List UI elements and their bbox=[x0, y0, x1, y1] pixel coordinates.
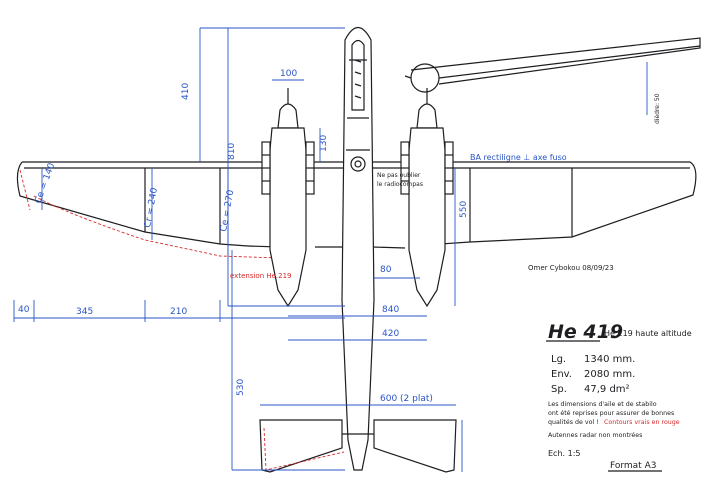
spec-span-label: Env. bbox=[551, 369, 572, 380]
scale-label: Ech. 1:5 bbox=[548, 449, 580, 458]
note-line-1: Les dimensions d'aile et de stabilo bbox=[548, 401, 657, 408]
dim-nose-to-nacelle-aft: 810 bbox=[227, 143, 237, 160]
right-nacelle bbox=[400, 88, 454, 308]
dim-wing-to-tail: 530 bbox=[236, 379, 246, 396]
spec-length-label: Lg. bbox=[551, 354, 566, 365]
aircraft-title: He 419 bbox=[548, 321, 623, 343]
spec-area-value: 47,9 dm² bbox=[584, 384, 630, 395]
dim-outer-span: 345 bbox=[76, 307, 93, 317]
dim-nacelle-depth: 130 bbox=[319, 135, 329, 152]
dim-nose-to-wing: 410 bbox=[181, 83, 191, 100]
title-block: He 419 He 219 haute altitude Lg. 1340 mm… bbox=[546, 321, 692, 472]
dim-half-engine-spacing: 420 bbox=[382, 329, 399, 339]
dim-spinner-diameter: 100 bbox=[280, 69, 297, 79]
front-view-dihedral bbox=[404, 37, 701, 93]
note-line-3: qualités de vol ! bbox=[548, 418, 599, 426]
extension-note: extension He.219 bbox=[230, 272, 292, 280]
fuselage-note-1: Ne pas oublier bbox=[377, 172, 421, 179]
dim-root-chord: Ce = 270 bbox=[219, 189, 236, 233]
spec-length-value: 1340 mm. bbox=[584, 354, 635, 365]
note-antennas: Autennes radar non montrées bbox=[548, 431, 642, 439]
left-nacelle bbox=[261, 88, 315, 308]
dim-engine-spacing: 840 bbox=[382, 305, 399, 315]
spec-span-value: 2080 mm. bbox=[584, 369, 635, 380]
dihedral-note: dièdre: 50 bbox=[654, 93, 661, 124]
dim-stab-span: 600 (2 plat) bbox=[380, 394, 433, 404]
aircraft-subtitle: He 219 haute altitude bbox=[604, 329, 692, 338]
author-signature: Omer Cybokou 08/09/23 bbox=[528, 264, 614, 272]
dim-tip-margin: 40 bbox=[18, 305, 30, 315]
dim-tail-offset: 80 bbox=[380, 265, 392, 275]
note-line-2: ont été reprises pour assurer de bonnes bbox=[548, 409, 674, 417]
fuselage-note-2: le radiocompas bbox=[377, 181, 423, 188]
dimension-lines bbox=[13, 27, 648, 472]
leading-edge-note: BA rectiligne ⊥ axe fuso bbox=[470, 153, 567, 162]
format-label: Format A3 bbox=[610, 461, 656, 471]
dim-mid-chord: Cr = 240 bbox=[143, 187, 160, 229]
note-red-contours: Contours vrais en rouge bbox=[604, 419, 680, 426]
fuselage bbox=[341, 26, 375, 471]
dim-inner-span: 210 bbox=[170, 307, 187, 317]
spec-area-label: Sp. bbox=[551, 384, 567, 395]
dim-nacelle-length: 550 bbox=[459, 201, 469, 218]
radio-compass-icon bbox=[350, 156, 366, 172]
